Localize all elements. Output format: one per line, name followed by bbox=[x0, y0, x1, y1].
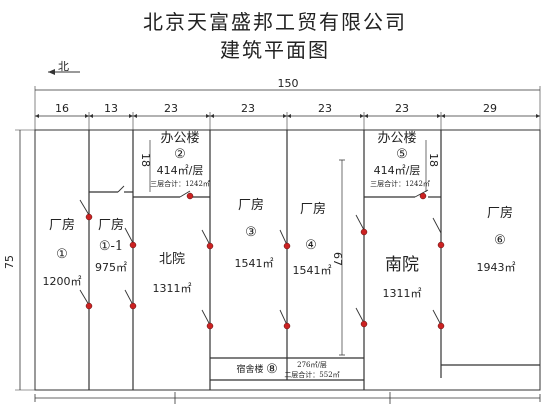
total-width-label: 150 bbox=[278, 77, 299, 90]
factory4-name: 厂房 bbox=[300, 201, 326, 217]
dorm8-note: 二层合计：552㎡ bbox=[284, 370, 339, 379]
factory1-1-name: 厂房 bbox=[98, 217, 124, 233]
office5-area: 414㎡/层 bbox=[374, 164, 421, 177]
north-arrow: 北 bbox=[48, 60, 80, 75]
yard-depth-label: 67 bbox=[331, 252, 344, 266]
office2-note: 三层合计：1242㎡ bbox=[150, 179, 210, 188]
factory4-number: ④ bbox=[305, 238, 317, 253]
door-dot bbox=[283, 322, 291, 330]
factory3-number: ③ bbox=[245, 225, 257, 240]
drawing-title: 建筑平面图 bbox=[220, 38, 330, 62]
office2-number: ② bbox=[174, 147, 186, 162]
north-yard-name: 北院 bbox=[159, 252, 185, 267]
office2-area: 414㎡/层 bbox=[157, 164, 204, 177]
office5-note: 三层合计：1242㎡ bbox=[370, 179, 430, 188]
door-dot bbox=[85, 302, 93, 310]
building-walls bbox=[34, 129, 541, 391]
room-north-yard: 北院 1311㎡ bbox=[153, 252, 192, 295]
office5-number: ⑤ bbox=[396, 147, 408, 162]
factory1-1-area: 975㎡ bbox=[95, 261, 127, 274]
segment-dim-2: 13 bbox=[104, 102, 118, 115]
south-yard-area: 1311㎡ bbox=[383, 287, 422, 300]
office-depth-dimensions bbox=[149, 140, 427, 356]
segment-dimensions: 16 13 23 23 23 23 29 bbox=[35, 102, 540, 130]
north-label: 北 bbox=[58, 60, 69, 73]
room-office-2: 办公楼 ② 414㎡/层 三层合计：1242㎡ bbox=[150, 131, 210, 188]
door-dot bbox=[437, 241, 445, 249]
office5-depth-label: 18 bbox=[427, 153, 440, 167]
office2-depth-label: 18 bbox=[139, 153, 152, 167]
factory1-area: 1200㎡ bbox=[43, 275, 82, 288]
room-factory-1: 厂房 ① 1200㎡ bbox=[43, 217, 82, 288]
segment-dim-7: 29 bbox=[483, 102, 497, 115]
segment-dim-4: 23 bbox=[241, 102, 255, 115]
segment-dim-5: 23 bbox=[318, 102, 332, 115]
room-factory-1-1: 厂房 ①-1 975㎡ bbox=[95, 217, 127, 274]
factory6-name: 厂房 bbox=[487, 205, 513, 221]
door-dot bbox=[186, 192, 194, 200]
north-yard-area: 1311㎡ bbox=[153, 282, 192, 295]
door-dot bbox=[206, 242, 214, 250]
bottom-baseline bbox=[34, 392, 541, 404]
room-south-yard: 南院 1311㎡ bbox=[383, 255, 422, 300]
factory3-name: 厂房 bbox=[238, 197, 264, 213]
segment-dim-6: 23 bbox=[395, 102, 409, 115]
door-dot bbox=[206, 322, 214, 330]
room-factory-4: 厂房 ④ 1541㎡ bbox=[293, 201, 332, 277]
south-yard-name: 南院 bbox=[385, 255, 419, 275]
office2-name: 办公楼 bbox=[160, 131, 199, 146]
total-height-dimension: 75 bbox=[3, 129, 35, 391]
room-office-5: 办公楼 ⑤ 414㎡/层 三层合计：1242㎡ bbox=[370, 131, 430, 188]
factory1-number: ① bbox=[56, 247, 68, 262]
room-dormitory-8: 宿舍楼 ⑧ 276㎡/层 二层合计：552㎡ bbox=[236, 361, 339, 379]
door-dot bbox=[85, 213, 93, 221]
office5-name: 办公楼 bbox=[377, 131, 416, 146]
door-markers bbox=[85, 192, 445, 330]
dorm8-number: ⑧ bbox=[266, 362, 278, 377]
door-dot bbox=[129, 302, 137, 310]
dorm8-name: 宿舍楼 bbox=[236, 363, 263, 375]
total-width-dimension: 150 bbox=[34, 77, 541, 130]
dorm8-area: 276㎡/层 bbox=[297, 361, 327, 369]
door-dot bbox=[283, 242, 291, 250]
factory6-area: 1943㎡ bbox=[477, 261, 516, 274]
factory4-area: 1541㎡ bbox=[293, 264, 332, 277]
company-title: 北京天富盛邦工贸有限公司 bbox=[143, 10, 407, 34]
segment-dim-1: 16 bbox=[55, 102, 69, 115]
door-dot bbox=[437, 322, 445, 330]
segment-dim-3: 23 bbox=[164, 102, 178, 115]
door-dot bbox=[360, 228, 368, 236]
door-dot bbox=[419, 192, 427, 200]
factory3-area: 1541㎡ bbox=[235, 257, 274, 270]
factory1-1-number: ①-1 bbox=[99, 239, 123, 254]
room-factory-3: 厂房 ③ 1541㎡ bbox=[235, 197, 274, 270]
door-dot bbox=[129, 241, 137, 249]
door-dot bbox=[360, 320, 368, 328]
total-height-label: 75 bbox=[3, 255, 16, 269]
room-factory-6: 厂房 ⑥ 1943㎡ bbox=[477, 205, 516, 274]
factory6-number: ⑥ bbox=[494, 233, 506, 248]
factory1-name: 厂房 bbox=[49, 217, 75, 233]
